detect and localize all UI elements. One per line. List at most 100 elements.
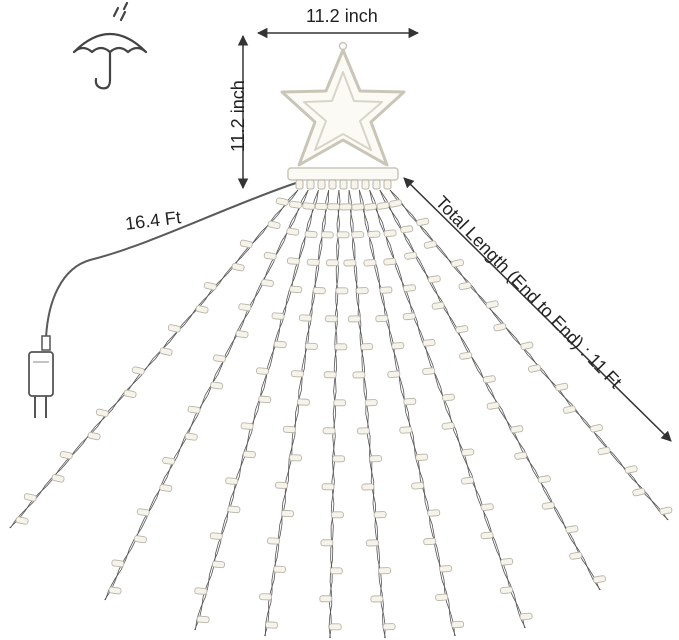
led-bulb bbox=[296, 398, 310, 406]
led-bulb bbox=[364, 399, 378, 407]
led-bulb bbox=[439, 565, 453, 573]
light-strands bbox=[9, 189, 673, 639]
led-bulb bbox=[500, 557, 514, 566]
led-bulb bbox=[451, 620, 465, 629]
led-bulb bbox=[238, 303, 252, 312]
led-bulb bbox=[555, 382, 569, 392]
led-bulb bbox=[227, 505, 241, 514]
led-bulb bbox=[320, 539, 334, 547]
led-bulb bbox=[235, 330, 249, 339]
led-bulb bbox=[289, 285, 303, 294]
led-bulb bbox=[589, 424, 603, 433]
led-bulb bbox=[286, 257, 300, 265]
power-cable bbox=[45, 182, 297, 339]
led-bulb bbox=[565, 525, 579, 534]
led-bulb bbox=[95, 408, 109, 418]
star-icon bbox=[280, 41, 406, 190]
led-bulb bbox=[332, 455, 346, 463]
led-bulb bbox=[289, 200, 303, 209]
led-bulb bbox=[537, 475, 551, 484]
led-bulb bbox=[363, 203, 377, 211]
led-bulb bbox=[322, 427, 336, 435]
led-bulb bbox=[231, 262, 245, 272]
led-bulb bbox=[365, 539, 379, 547]
led-bulb bbox=[569, 551, 583, 560]
led-bulb bbox=[416, 217, 430, 227]
led-bulb bbox=[480, 503, 494, 511]
led-bulb bbox=[422, 367, 436, 376]
led-bulb bbox=[333, 399, 347, 407]
strand-wire bbox=[389, 189, 669, 521]
led-bulb bbox=[441, 422, 455, 430]
led-bulb bbox=[347, 315, 361, 323]
led-bulb bbox=[162, 456, 176, 465]
led-bulb bbox=[367, 230, 381, 238]
led-bulb bbox=[391, 342, 405, 350]
led-bulb bbox=[320, 231, 334, 239]
led-bulb bbox=[375, 314, 389, 323]
led-bulb bbox=[486, 401, 500, 410]
led-bulb bbox=[383, 229, 397, 238]
led-bulb bbox=[415, 453, 429, 461]
led-bulb bbox=[461, 476, 475, 485]
led-bulb bbox=[351, 231, 365, 239]
led-bulb bbox=[167, 324, 181, 333]
led-bulb bbox=[363, 259, 377, 267]
light-strand bbox=[389, 189, 673, 521]
led-bulb bbox=[59, 450, 73, 460]
led-bulb bbox=[314, 202, 328, 211]
led-bulb bbox=[325, 259, 339, 267]
led-bulb bbox=[273, 565, 287, 573]
umbrella-rain-icon bbox=[72, 1, 148, 90]
led-bulb bbox=[159, 347, 173, 356]
led-bulb bbox=[597, 446, 611, 456]
led-bulb bbox=[360, 343, 374, 351]
led-bulb bbox=[351, 203, 365, 211]
led-bulb bbox=[376, 201, 390, 210]
led-bulb bbox=[209, 532, 223, 540]
led-bulb bbox=[541, 501, 555, 510]
led-bulb bbox=[306, 258, 320, 266]
led-bulb bbox=[355, 287, 369, 295]
led-bulb bbox=[290, 370, 304, 378]
led-bulb bbox=[289, 454, 302, 462]
led-bulb bbox=[480, 531, 494, 540]
led-bulb bbox=[562, 405, 576, 414]
led-bulb bbox=[336, 231, 350, 239]
led-bulb bbox=[203, 281, 217, 291]
led-bulb bbox=[51, 474, 65, 483]
led-bulb bbox=[328, 623, 342, 631]
led-bulb bbox=[624, 465, 638, 474]
led-bulb bbox=[210, 381, 224, 390]
led-bulb bbox=[499, 586, 513, 595]
led-bulb bbox=[273, 340, 287, 349]
led-bulb bbox=[493, 322, 507, 332]
led-bulb bbox=[260, 279, 274, 287]
led-bulb bbox=[519, 612, 533, 621]
light-strand bbox=[194, 189, 319, 631]
led-bulb bbox=[259, 593, 273, 601]
led-bulb bbox=[111, 559, 125, 568]
led-bulb bbox=[302, 202, 316, 210]
led-bulb bbox=[411, 482, 425, 490]
led-bulb bbox=[23, 493, 37, 502]
led-bulb bbox=[212, 354, 226, 363]
star-height-label: 11.2 inch bbox=[228, 80, 248, 152]
led-bulb bbox=[356, 427, 370, 435]
light-strand bbox=[376, 189, 606, 591]
light-strand bbox=[363, 189, 533, 629]
light-strand bbox=[351, 189, 465, 637]
led-bulb bbox=[361, 483, 375, 491]
led-bulb bbox=[240, 422, 254, 430]
led-bulb bbox=[319, 595, 333, 603]
led-bulb bbox=[133, 535, 147, 544]
led-bulb bbox=[423, 537, 437, 546]
led-bulb bbox=[404, 251, 418, 260]
led-bulb bbox=[459, 351, 473, 360]
led-bulb bbox=[330, 511, 344, 519]
led-bulb bbox=[256, 367, 269, 375]
led-bulb bbox=[263, 251, 277, 260]
led-bulb bbox=[225, 477, 239, 485]
led-bulb bbox=[267, 220, 281, 230]
led-bulb bbox=[281, 509, 294, 518]
